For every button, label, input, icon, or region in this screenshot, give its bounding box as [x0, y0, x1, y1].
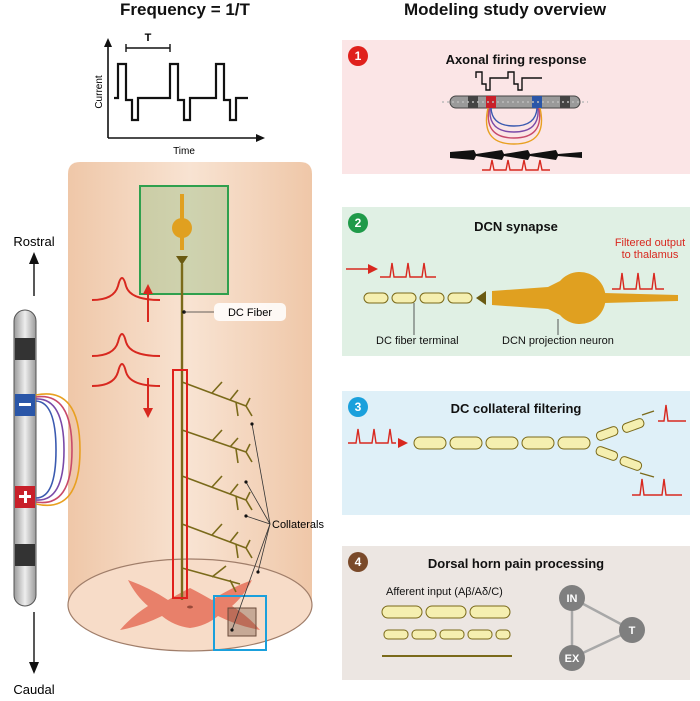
- collateral-filtering-diagram: [348, 404, 686, 496]
- period-label: T: [145, 32, 152, 44]
- panel-dorsal-horn: 4 Dorsal horn pain processing Afferent i…: [342, 546, 690, 680]
- y-axis-arrow: [104, 38, 112, 47]
- dc-fiber-terminal: [363, 291, 486, 305]
- electric-field-lines: [35, 393, 81, 507]
- dcn-projection-neuron-label: DCN projection neuron: [502, 335, 614, 347]
- caudal-label: Caudal: [13, 682, 54, 697]
- biphasic-pulse-train: [114, 62, 248, 122]
- x-axis-arrow: [256, 134, 265, 142]
- spinal-cord-diagram: DC Fiber Collaterals: [13, 162, 324, 697]
- panel-3-badge: 3: [348, 397, 368, 417]
- panel-dcn-synapse: 2 DCN synapse Filtered output to thalamu…: [342, 207, 690, 356]
- dorsal-horn-box: [213, 595, 267, 651]
- node-t-label: T: [629, 625, 636, 637]
- grey-matter: [120, 580, 260, 630]
- node-t: [619, 617, 645, 643]
- stimulation-waveform: T Current Time: [94, 32, 265, 157]
- panel-4-badge: 4: [348, 552, 368, 572]
- panel-1-title: Axonal firing response: [445, 52, 587, 67]
- afferent-input-label: Afferent input (Aβ/Aδ/C): [386, 586, 503, 598]
- filtered-output-label: Filtered output to thalamus: [614, 237, 686, 261]
- collateral-branches: [595, 418, 645, 471]
- x-axis-label: Time: [173, 146, 195, 157]
- y-axis-label: Current: [94, 75, 105, 109]
- right-title: Modeling study overview: [404, 0, 607, 19]
- dc-fiber-label: DC Fiber: [228, 307, 272, 319]
- node-in-label: IN: [567, 593, 578, 605]
- dc-fiber-terminal-label: DC fiber terminal: [376, 335, 459, 347]
- axon-trunk: [413, 436, 591, 450]
- node-ex: [559, 645, 585, 671]
- node-ex-label: EX: [565, 653, 580, 665]
- node-in: [559, 585, 585, 611]
- propagating-spikes: [91, 277, 161, 418]
- axon-spike-train: [482, 159, 550, 171]
- axon-model-diagram: [442, 71, 588, 171]
- left-title: Frequency = 1/T: [120, 0, 250, 19]
- panel-4-title: Dorsal horn pain processing: [427, 556, 605, 571]
- panel-2-badge: 2: [348, 213, 368, 233]
- fiber-terminal-arrow: [176, 256, 188, 265]
- afferent-fibers: [381, 605, 511, 640]
- dcn-projection-neuron: [492, 272, 606, 324]
- panel-2-title: DCN synapse: [474, 219, 558, 234]
- panel-axonal-firing: 1 Axonal firing response: [342, 40, 690, 174]
- panel-3-title: DC collateral filtering: [450, 401, 582, 416]
- collaterals: [181, 381, 253, 593]
- panel-1-badge: 1: [348, 46, 368, 66]
- rostral-label: Rostral: [13, 234, 54, 249]
- dcn-synapse-diagram: [346, 262, 678, 335]
- collaterals-label: Collaterals: [272, 519, 324, 531]
- stimulated-fiber-box: [172, 369, 188, 599]
- panel-collateral-filtering: 3 DC collateral filtering: [342, 391, 690, 515]
- dorsal-horn-diagram: IN T EX: [381, 585, 645, 671]
- myelinated-axon: [450, 150, 582, 160]
- electrode-lead: [13, 309, 37, 607]
